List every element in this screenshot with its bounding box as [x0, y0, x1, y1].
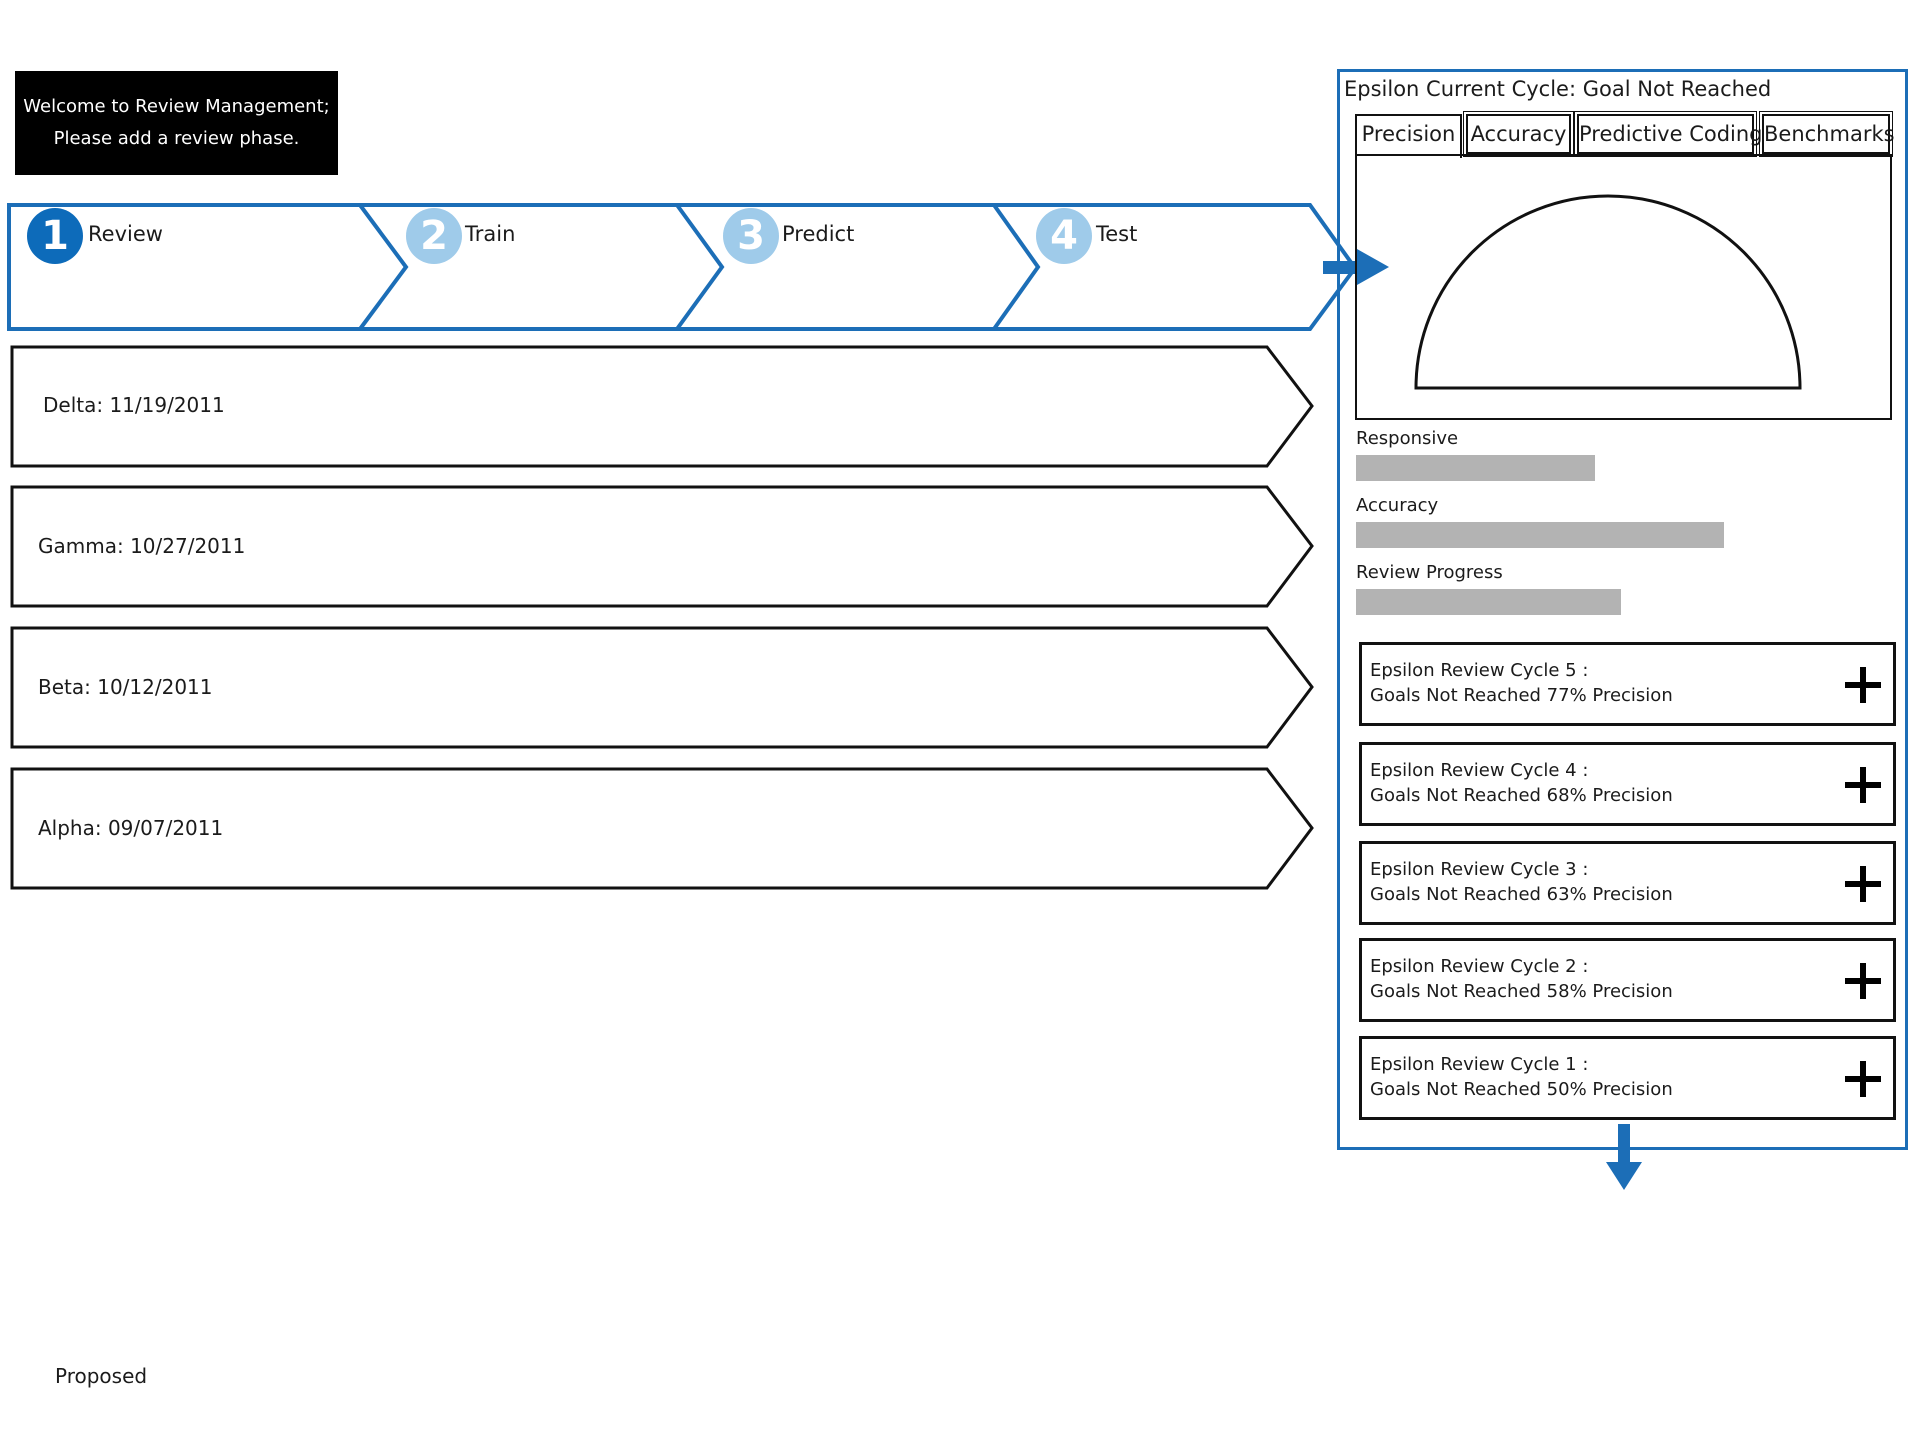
phase-label-delta: Delta: 11/19/2011 [43, 393, 225, 417]
panel-title: Epsilon Current Cycle: Goal Not Reached [1344, 77, 1772, 101]
tab-accuracy[interactable]: Accuracy [1463, 111, 1574, 157]
step-label-review[interactable]: Review [88, 222, 163, 246]
metric-bar-responsive [1356, 455, 1816, 481]
phase-label-alpha: Alpha: 09/07/2011 [38, 816, 224, 840]
metric-fill-accuracy [1356, 522, 1724, 548]
plus-icon[interactable] [1843, 765, 1883, 805]
cycle-title: Epsilon Review Cycle 4 : [1370, 760, 1589, 781]
cycle-card-2[interactable]: Epsilon Review Cycle 2 : Goals Not Reach… [1359, 938, 1896, 1022]
step-label-test[interactable]: Test [1096, 222, 1138, 246]
phase-row-gamma[interactable] [10, 485, 1314, 608]
step-number-train[interactable]: 2 [406, 208, 462, 264]
plus-icon[interactable] [1843, 961, 1883, 1001]
gauge-icon [1414, 194, 1802, 390]
cycle-status: Goals Not Reached 58% Precision [1370, 981, 1673, 1002]
cycle-card-1[interactable]: Epsilon Review Cycle 1 : Goals Not Reach… [1359, 1036, 1896, 1120]
cycle-title: Epsilon Review Cycle 5 : [1370, 660, 1589, 681]
phase-row-beta[interactable] [10, 626, 1314, 749]
step-bar-outline [7, 203, 1358, 331]
cycle-title: Epsilon Review Cycle 1 : [1370, 1054, 1589, 1075]
metric-bar-accuracy [1356, 522, 1816, 548]
cycle-status: Goals Not Reached 63% Precision [1370, 884, 1673, 905]
metric-label-review-progress: Review Progress [1356, 562, 1503, 583]
step-label-train[interactable]: Train [465, 222, 516, 246]
metric-fill-responsive [1356, 455, 1596, 481]
tab-predictive-coding[interactable]: Predictive Coding [1574, 111, 1763, 157]
welcome-banner: Welcome to Review Management; Please add… [15, 71, 338, 175]
step-number-test[interactable]: 4 [1036, 208, 1092, 264]
phase-label-gamma: Gamma: 10/27/2011 [38, 534, 246, 558]
footer-label: Proposed [55, 1364, 148, 1388]
step-divider-1 [358, 203, 409, 331]
step-label-predict[interactable]: Predict [782, 222, 855, 246]
step-bar [7, 203, 1389, 331]
arrow-right-icon [1323, 249, 1389, 285]
plus-icon[interactable] [1843, 864, 1883, 904]
metric-fill-review-progress [1356, 589, 1621, 615]
tab-benchmarks[interactable]: Benchmarks [1759, 111, 1895, 157]
metric-label-accuracy: Accuracy [1356, 495, 1439, 516]
arrow-down-icon[interactable] [1606, 1124, 1642, 1192]
cycle-card-3[interactable]: Epsilon Review Cycle 3 : Goals Not Reach… [1359, 841, 1896, 925]
cycle-status: Goals Not Reached 77% Precision [1370, 685, 1673, 706]
metric-label-responsive: Responsive [1356, 428, 1459, 449]
step-divider-2 [675, 203, 725, 331]
phase-row-alpha[interactable] [10, 767, 1314, 890]
step-number-review[interactable]: 1 [27, 208, 83, 264]
cycle-card-4[interactable]: Epsilon Review Cycle 4 : Goals Not Reach… [1359, 742, 1896, 826]
phase-list [10, 345, 1314, 890]
tab-content [1355, 154, 1892, 420]
metric-bar-review-progress [1356, 589, 1816, 615]
cycle-title: Epsilon Review Cycle 2 : [1370, 956, 1589, 977]
cycle-card-5[interactable]: Epsilon Review Cycle 5 : Goals Not Reach… [1359, 642, 1896, 726]
plus-icon[interactable] [1843, 1059, 1883, 1099]
step-divider-3 [992, 203, 1041, 331]
cycle-status: Goals Not Reached 68% Precision [1370, 785, 1673, 806]
step-number-predict[interactable]: 3 [723, 208, 779, 264]
cycle-status: Goals Not Reached 50% Precision [1370, 1079, 1673, 1100]
welcome-line-2: Please add a review phase. [53, 128, 300, 149]
tab-precision[interactable]: Precision [1355, 114, 1462, 158]
cycle-title: Epsilon Review Cycle 3 : [1370, 859, 1589, 880]
phase-row-delta[interactable] [10, 345, 1314, 468]
phase-label-beta: Beta: 10/12/2011 [38, 675, 213, 699]
plus-icon[interactable] [1843, 665, 1883, 705]
welcome-line-1: Welcome to Review Management; [23, 96, 330, 117]
